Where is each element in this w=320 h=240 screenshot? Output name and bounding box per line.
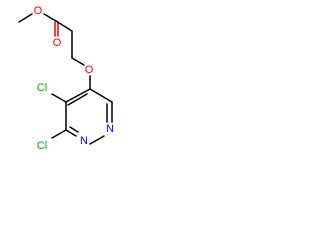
chlorine-3-label: Cl [37, 140, 47, 152]
chemical-structure-diagram: O O O Cl Cl N N [18, 5, 114, 152]
ring-bond-c4-c5-inner [67, 93, 88, 106]
ring-nitrogen-2-label: N [80, 135, 88, 147]
ring-nitrogen-1-label: N [106, 123, 114, 135]
ester-ether-oxygen-label: O [34, 5, 43, 17]
bond-carbonyl-ch2 [55, 20, 73, 32]
ring-bond-n-n [89, 135, 105, 145]
aryl-ether-oxygen-label: O [85, 64, 94, 76]
bond-o-carbonyl-carbon [43, 13, 57, 22]
bond-ch2-ether-o [71, 57, 85, 66]
ring-bond-c3-c4 [89, 88, 113, 103]
ester-carbonyl-oxygen-label: O [53, 37, 62, 49]
ring-bond-c6-n [65, 129, 77, 137]
bond-c6-cl [51, 129, 67, 139]
ring-bond-c4-c5 [65, 88, 91, 103]
chlorine-4-label: Cl [37, 82, 47, 94]
bond-methyl-o [18, 13, 33, 23]
ring-bond-c6-n-inner [69, 126, 79, 133]
bond-c5-cl [51, 93, 67, 103]
